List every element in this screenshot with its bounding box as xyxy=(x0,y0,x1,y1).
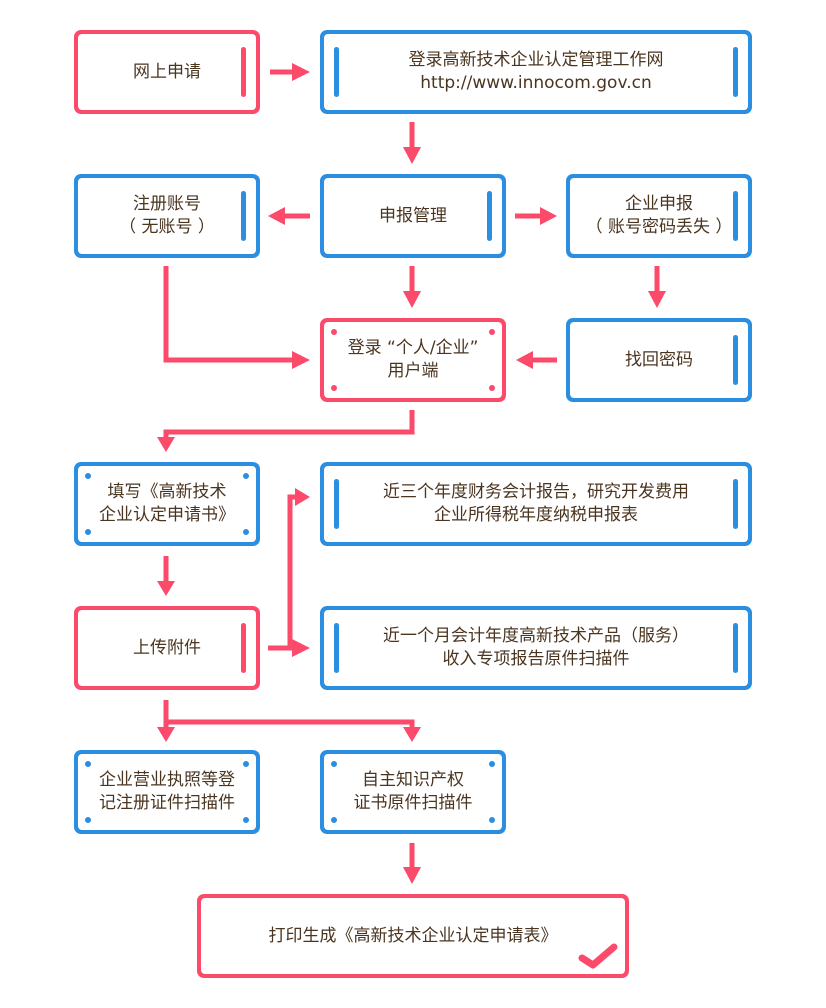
corner-dot xyxy=(331,385,337,391)
arrowhead xyxy=(295,488,310,506)
arrowhead xyxy=(403,727,421,742)
corner-dot xyxy=(331,329,337,335)
corner-dot xyxy=(85,529,91,535)
corner-dot xyxy=(85,761,91,767)
node-online-apply: 网上申请 xyxy=(74,30,260,114)
accent-bar xyxy=(733,47,738,97)
node-label: 近三个年度财务会计报告，研究开发费用 企业所得税年度纳税申报表 xyxy=(383,482,689,525)
arrowhead xyxy=(648,291,666,308)
node-label: 找回密码 xyxy=(625,349,693,370)
accent-bar xyxy=(334,623,339,673)
accent-bar xyxy=(241,191,246,241)
accent-bar xyxy=(733,623,738,673)
accent-bar xyxy=(334,47,339,97)
corner-dot xyxy=(489,761,495,767)
corner-dot xyxy=(331,817,337,823)
node-declare-manage: 申报管理 xyxy=(320,174,506,258)
accent-bar xyxy=(733,479,738,529)
arrowhead xyxy=(157,437,175,452)
node-label: 近一个月会计年度高新技术产品（服务） 收入专项报告原件扫描件 xyxy=(383,626,689,669)
accent-bar xyxy=(241,623,246,673)
node-label: 自主知识产权 证书原件扫描件 xyxy=(353,770,473,813)
connector-upload-to-scans xyxy=(163,700,415,728)
node-retrieve-password: 找回密码 xyxy=(566,318,752,402)
node-upload-attachments: 上传附件 xyxy=(74,606,260,690)
node-financial-report: 近三个年度财务会计报告，研究开发费用 企业所得税年度纳税申报表 xyxy=(320,462,752,546)
node-label: 上传附件 xyxy=(133,637,201,658)
node-label: 登录 “个人/企业” 用户端 xyxy=(347,338,479,381)
node-print-form: 打印生成《高新技术企业认定申请表》 xyxy=(197,894,629,978)
node-label: 填写《高新技术 企业认定申请书》 xyxy=(99,482,235,525)
accent-bar xyxy=(733,335,738,385)
arrowhead xyxy=(292,63,310,81)
node-label: 网上申请 xyxy=(133,61,201,82)
arrowhead xyxy=(292,639,310,657)
connector-login-client-to-fill xyxy=(163,410,415,438)
accent-bar xyxy=(334,479,339,529)
checkmark-icon xyxy=(578,943,618,969)
node-label: 申报管理 xyxy=(379,205,447,226)
arrowhead xyxy=(540,207,557,225)
arrowhead xyxy=(268,207,285,225)
node-register-account: 注册账号 （ 无账号 ） xyxy=(74,174,260,258)
accent-bar xyxy=(241,47,246,97)
node-label: 登录高新技术企业认定管理工作网 http://www.innocom.gov.c… xyxy=(408,50,664,93)
node-enterprise-declare: 企业申报 （ 账号密码丢失 ） xyxy=(566,174,752,258)
node-label: 企业申报 （ 账号密码丢失 ） xyxy=(585,194,733,237)
corner-dot xyxy=(85,473,91,479)
corner-dot xyxy=(243,473,249,479)
accent-bar xyxy=(487,191,492,241)
corner-dot xyxy=(331,761,337,767)
node-login-site: 登录高新技术企业认定管理工作网 http://www.innocom.gov.c… xyxy=(320,30,752,114)
arrowhead xyxy=(403,147,421,164)
node-label: 注册账号 （ 无账号 ） xyxy=(119,194,215,237)
node-fill-application: 填写《高新技术 企业认定申请书》 xyxy=(74,462,260,546)
arrowhead xyxy=(403,867,421,884)
corner-dot xyxy=(489,385,495,391)
accent-bar xyxy=(733,191,738,241)
connector-register-to-login-client xyxy=(163,266,292,363)
arrowhead xyxy=(157,581,175,596)
node-product-income-report: 近一个月会计年度高新技术产品（服务） 收入专项报告原件扫描件 xyxy=(320,606,752,690)
corner-dot xyxy=(243,817,249,823)
node-business-license: 企业营业执照等登 记注册证件扫描件 xyxy=(74,750,260,834)
corner-dot xyxy=(243,761,249,767)
corner-dot xyxy=(489,329,495,335)
node-label: 打印生成《高新技术企业认定申请表》 xyxy=(268,925,558,946)
corner-dot xyxy=(489,817,495,823)
corner-dot xyxy=(85,817,91,823)
connector-upload-to-reports xyxy=(268,494,296,651)
arrowhead xyxy=(516,351,533,369)
node-ip-certificate: 自主知识产权 证书原件扫描件 xyxy=(320,750,506,834)
node-label: 企业营业执照等登 记注册证件扫描件 xyxy=(99,770,235,813)
corner-dot xyxy=(243,529,249,535)
arrowhead xyxy=(403,291,421,308)
node-login-client: 登录 “个人/企业” 用户端 xyxy=(320,318,506,402)
arrowhead xyxy=(157,727,175,742)
arrowhead xyxy=(292,351,310,369)
